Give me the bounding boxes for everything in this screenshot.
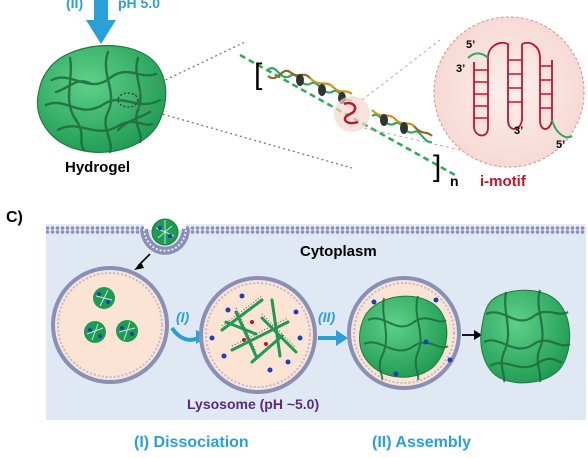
dissociated-strands (220, 298, 298, 364)
zoom-line-upper (133, 41, 246, 96)
panel-letter: C) (6, 209, 23, 226)
released-hydrogel (480, 289, 571, 384)
vesicle-2-lysosome (199, 276, 317, 394)
bracket-right: ] (433, 150, 441, 183)
arrow-step-2 (318, 330, 348, 346)
membrane-right (186, 224, 586, 234)
five-prime-top: 5’ (466, 39, 475, 51)
cytoplasm-label: Cytoplasm (300, 243, 377, 260)
zoom-line-lower (133, 105, 353, 169)
ph-label: pH 5.0 (118, 0, 160, 11)
three-prime-bottom: 3’ (514, 125, 523, 137)
imotif-label: i-motif (480, 173, 527, 190)
legend-assembly: (II) Assembly (372, 434, 471, 451)
membrane-left (46, 224, 144, 234)
arrow-step-2-label: (II) (318, 309, 335, 325)
three-prime-left: 3’ (456, 63, 465, 75)
step-label: (II) (66, 0, 83, 11)
ph-arrow (86, 0, 116, 44)
panel-c: C) Cytoplasm (6, 209, 586, 451)
five-prime-bottom: 5’ (556, 139, 565, 151)
arrow-step-1-label: (I) (176, 309, 190, 325)
vesicle-1-particle-a (93, 287, 115, 309)
imotif-zoom-circle: 5’ 3’ 3’ 5’ (433, 16, 585, 168)
vesicle-1-particle-c (116, 320, 138, 342)
top-panel: (II) pH 5.0 Hydrogel [ ] (36, 0, 585, 190)
hydrogel-blob (36, 45, 167, 154)
dna-strand: [ ] n (239, 53, 459, 189)
legend-dissociation: (I) Dissociation (134, 434, 249, 451)
hydrogel-label: Hydrogel (65, 159, 130, 176)
bracket-n: n (450, 173, 459, 189)
vesicle-1-endosome (51, 266, 169, 384)
bracket-left: [ (254, 58, 263, 91)
lysosome-label: Lysosome (pH ~5.0) (187, 396, 319, 412)
vesicle-3-assembled (347, 276, 461, 390)
vesicle-1-particle-b (84, 321, 106, 343)
entering-nanoparticle (151, 218, 179, 246)
